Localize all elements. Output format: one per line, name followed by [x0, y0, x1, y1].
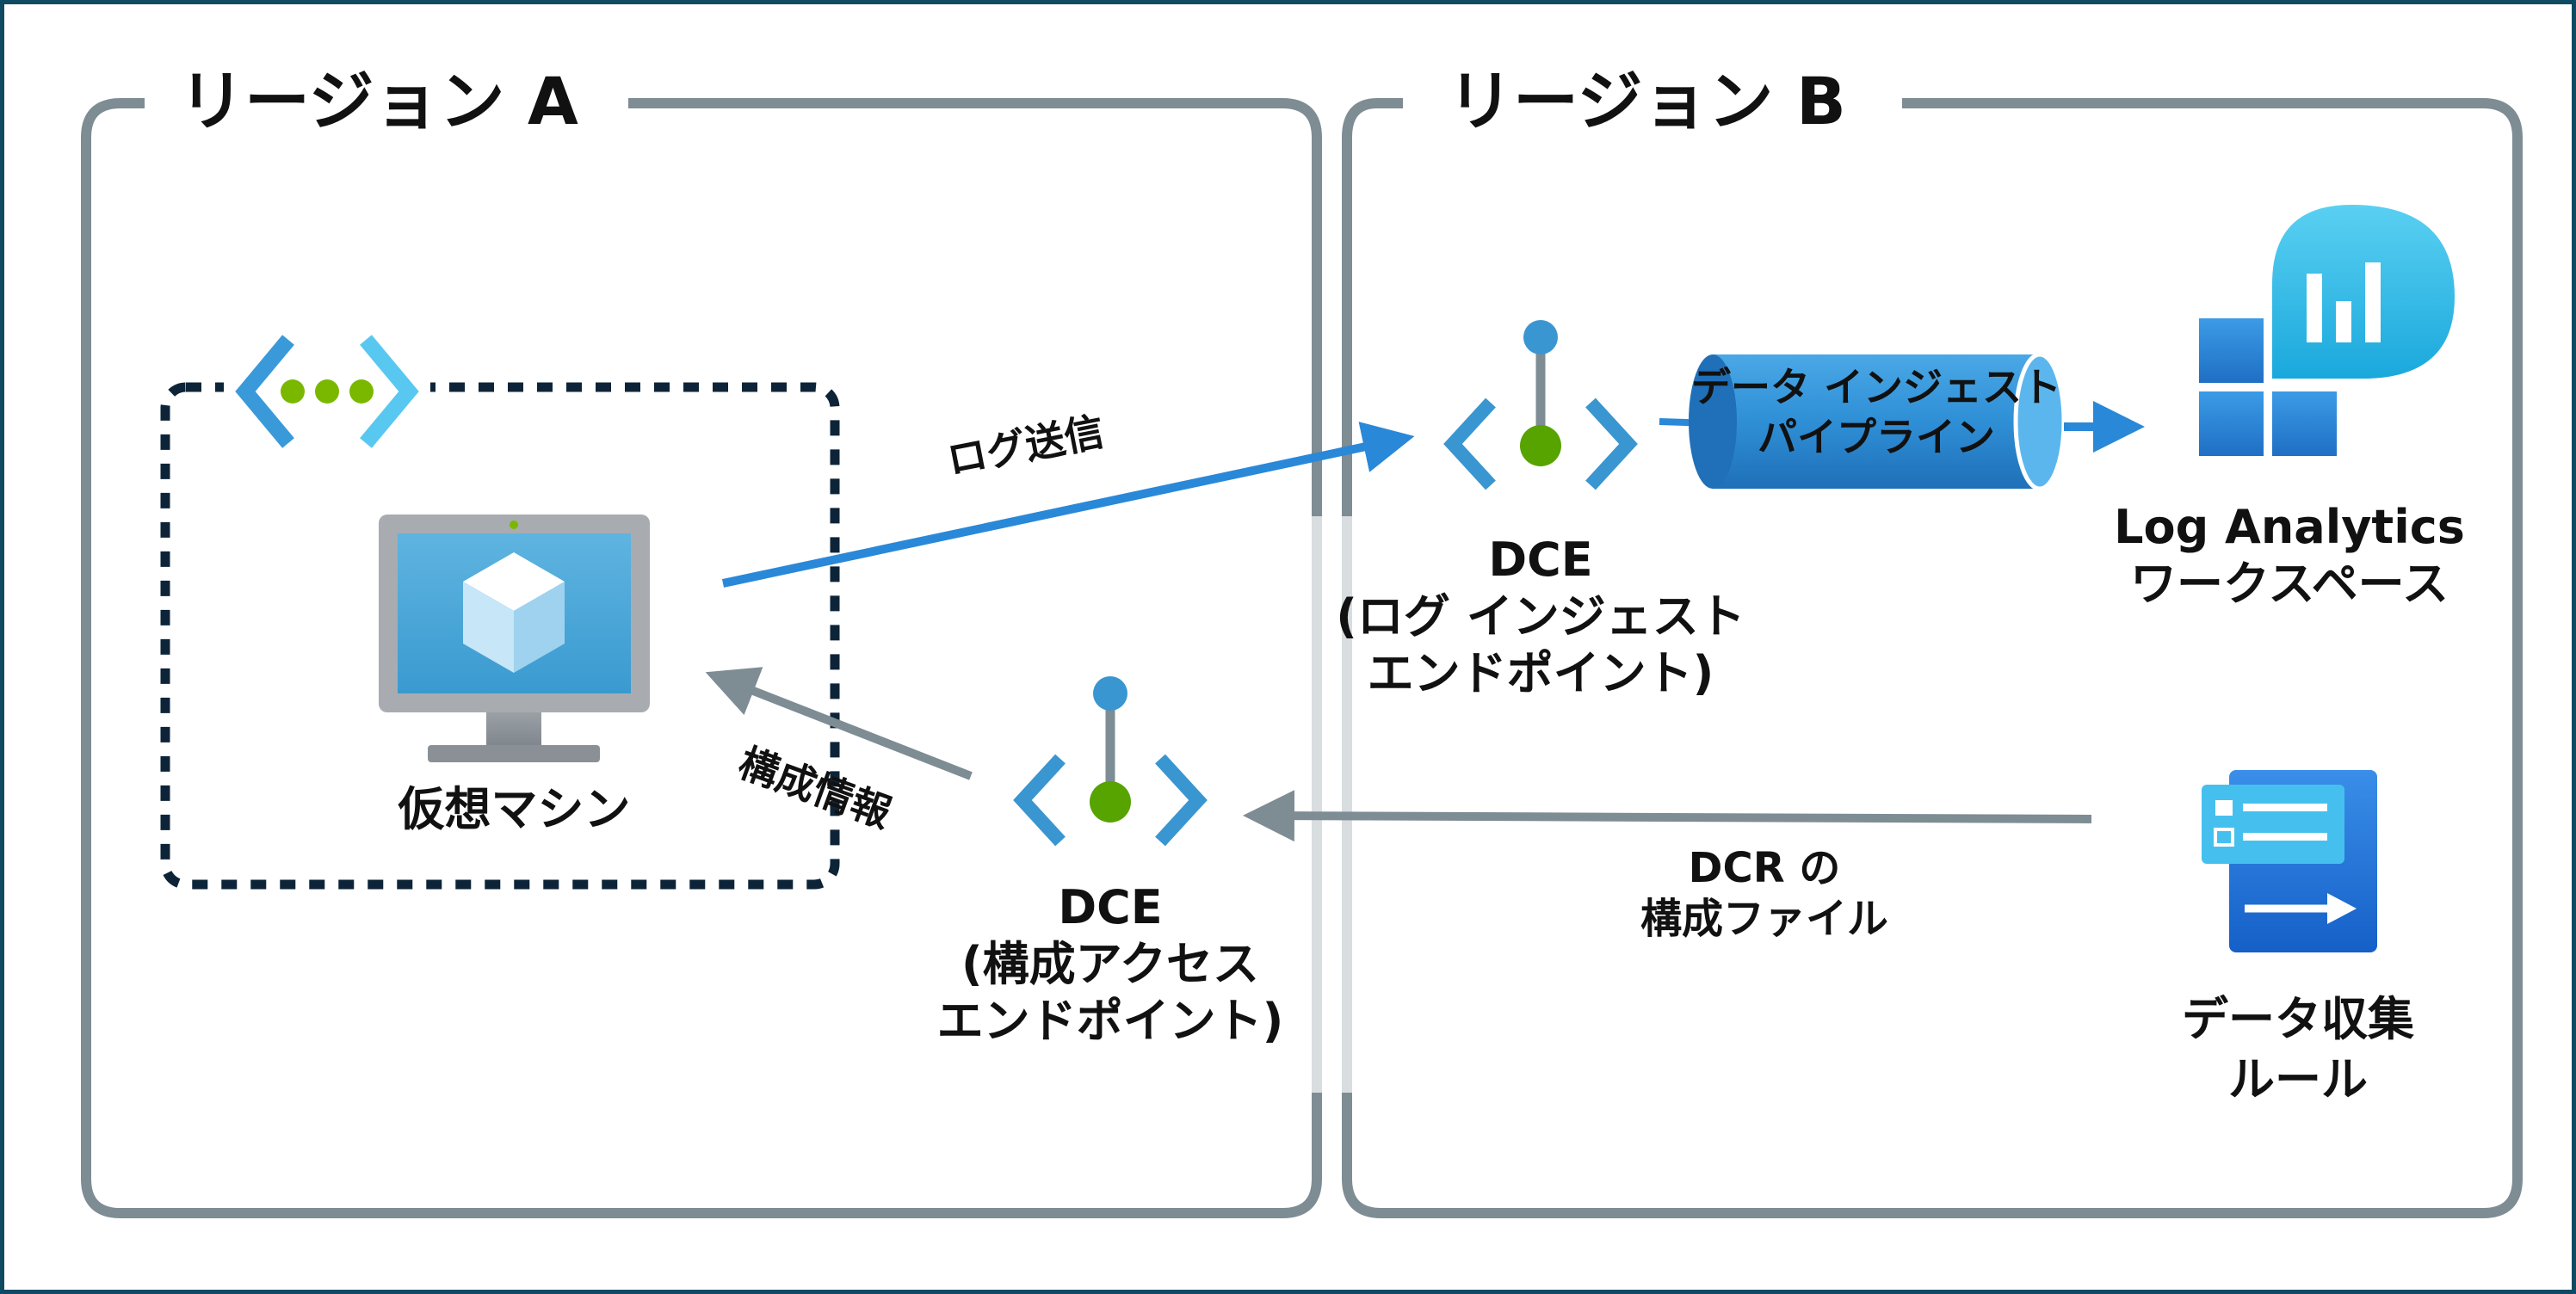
data-collection-rule-icon [2202, 770, 2377, 952]
dce-config-label-line2: (構成アクセス [961, 936, 1259, 991]
dcr-config-label-line1: DCR の [1688, 844, 1841, 892]
dce-logs-endpoint-icon [1443, 320, 1638, 490]
pipeline-cylinder-icon [1689, 352, 2066, 491]
workspace-label: Log Analytics ワークスペース [2048, 499, 2530, 613]
dcr-config-label: DCR の 構成ファイル [1506, 843, 2023, 944]
workspace-label-line1: Log Analytics [2114, 500, 2465, 554]
dce-logs-label-line2: (ログ インジェスト [1336, 588, 1745, 644]
dcr-config-label-line2: 構成ファイル [1640, 894, 1888, 943]
pipeline-label: データ インジェスト パイプライン [1661, 363, 2091, 462]
region-a-title: リージョン A [160, 69, 597, 134]
dcr-config-arrow [1243, 790, 2092, 842]
vnet-dotted-boundary [160, 382, 840, 890]
workspace-label-line2: ワークスペース [2130, 556, 2449, 611]
region-a-border [81, 98, 1322, 1218]
region-b-title: リージョン B [1429, 69, 1865, 134]
dce-config-endpoint-icon [1013, 676, 1208, 847]
dce-logs-label-line1: DCE [1488, 533, 1593, 587]
pipeline-label-line1: データ インジェスト [1690, 364, 2061, 410]
region-gap-band [1307, 516, 1356, 1093]
vm-label: 仮想マシン [398, 782, 631, 836]
log-analytics-icon [2199, 205, 2455, 456]
vnet-icon [224, 335, 430, 448]
region-b-border [1342, 98, 2523, 1218]
dce-config-label: DCE (構成アクセス エンドポイント) [852, 879, 1368, 1050]
config-info-arrow [705, 667, 973, 780]
pipeline-label-line2: パイプライン [1757, 413, 1995, 460]
dce-logs-label-line3: エンドポイント) [1367, 645, 1714, 700]
dcr-label-line2: ルール [2228, 1052, 2368, 1107]
dce-config-label-line1: DCE [1058, 880, 1163, 934]
dce-config-label-line3: エンドポイント) [936, 993, 1284, 1048]
dcr-label: データ収集 ルール [2091, 989, 2505, 1110]
virtual-machine-icon [379, 515, 650, 762]
dce-logs-label: DCE (ログ インジェスト エンドポイント) [1282, 532, 1799, 702]
send-logs-arrow [721, 422, 1415, 588]
dcr-label-line1: データ収集 [2182, 992, 2414, 1046]
